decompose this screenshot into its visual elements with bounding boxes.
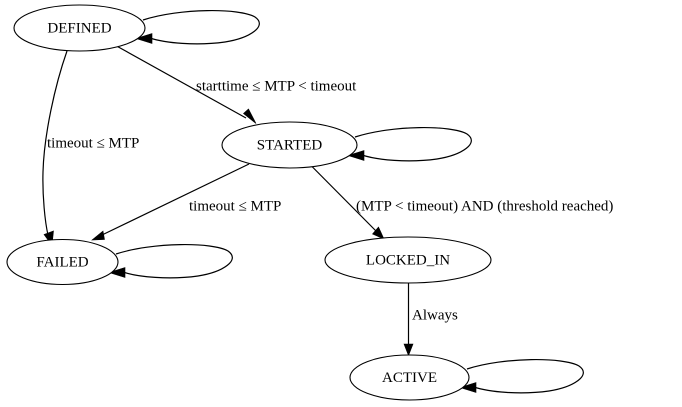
defined-to-started-path xyxy=(117,45,247,119)
edge-defined-to-started[interactable]: starttime ≤ MTP < timeout xyxy=(117,45,358,124)
edge-label-locked-in-to-active: Always xyxy=(412,307,458,323)
defined-self-loop-path xyxy=(142,9,260,45)
started-self-arrow-head xyxy=(346,150,365,161)
node-started-ellipse xyxy=(221,121,358,169)
edge-defined-to-failed[interactable]: timeout ≤ MTP xyxy=(42,50,140,247)
node-failed-ellipse xyxy=(6,238,119,286)
node-defined[interactable]: DEFINED xyxy=(13,4,146,52)
edge-defined-self[interactable] xyxy=(134,9,260,45)
defined-self-arrow-head xyxy=(134,33,153,44)
started-to-failed-path xyxy=(101,163,250,236)
edge-locked-in-to-active[interactable]: Always xyxy=(403,283,458,357)
edge-started-self[interactable] xyxy=(346,126,472,162)
started-to-failed-arrow-head xyxy=(91,230,105,241)
node-active[interactable]: ACTIVE xyxy=(349,354,470,401)
edge-label-defined-to-failed: timeout ≤ MTP xyxy=(47,135,139,151)
edge-started-to-locked-in[interactable]: (MTP < timeout) AND (threshold reached) xyxy=(310,165,613,240)
node-active-label: ACTIVE xyxy=(382,370,437,386)
locked-in-to-active-arrow-head xyxy=(403,343,414,357)
edge-active-self[interactable] xyxy=(458,358,584,394)
started-self-loop-path xyxy=(354,126,472,162)
node-locked-in-ellipse xyxy=(324,236,492,284)
edge-label-defined-to-started: starttime ≤ MTP < timeout xyxy=(196,78,357,94)
node-active-ellipse xyxy=(349,354,470,401)
started-to-locked-in-path xyxy=(310,165,377,232)
active-self-arrow-head xyxy=(458,382,477,393)
defined-to-failed-path xyxy=(42,50,68,236)
edge-label-started-to-failed: timeout ≤ MTP xyxy=(189,198,281,214)
edge-label-started-to-locked-in: (MTP < timeout) AND (threshold reached) xyxy=(356,198,613,214)
node-defined-label: DEFINED xyxy=(47,20,111,36)
node-locked-in-label: LOCKED_IN xyxy=(366,252,450,268)
active-self-loop-path xyxy=(466,358,584,394)
started-to-locked-in-arrow-head xyxy=(372,226,385,240)
edge-started-to-failed[interactable]: timeout ≤ MTP xyxy=(91,163,281,241)
failed-self-loop-path xyxy=(115,243,233,279)
node-locked-in[interactable]: LOCKED_IN xyxy=(324,236,492,284)
node-started[interactable]: STARTED xyxy=(221,121,358,169)
node-failed-label: FAILED xyxy=(36,254,88,270)
node-defined-ellipse xyxy=(13,4,146,52)
failed-self-arrow-head xyxy=(107,267,126,278)
defined-to-started-arrow-head xyxy=(243,108,257,124)
edge-failed-self[interactable] xyxy=(107,243,233,279)
node-failed[interactable]: FAILED xyxy=(6,238,119,286)
node-started-label: STARTED xyxy=(257,137,323,153)
